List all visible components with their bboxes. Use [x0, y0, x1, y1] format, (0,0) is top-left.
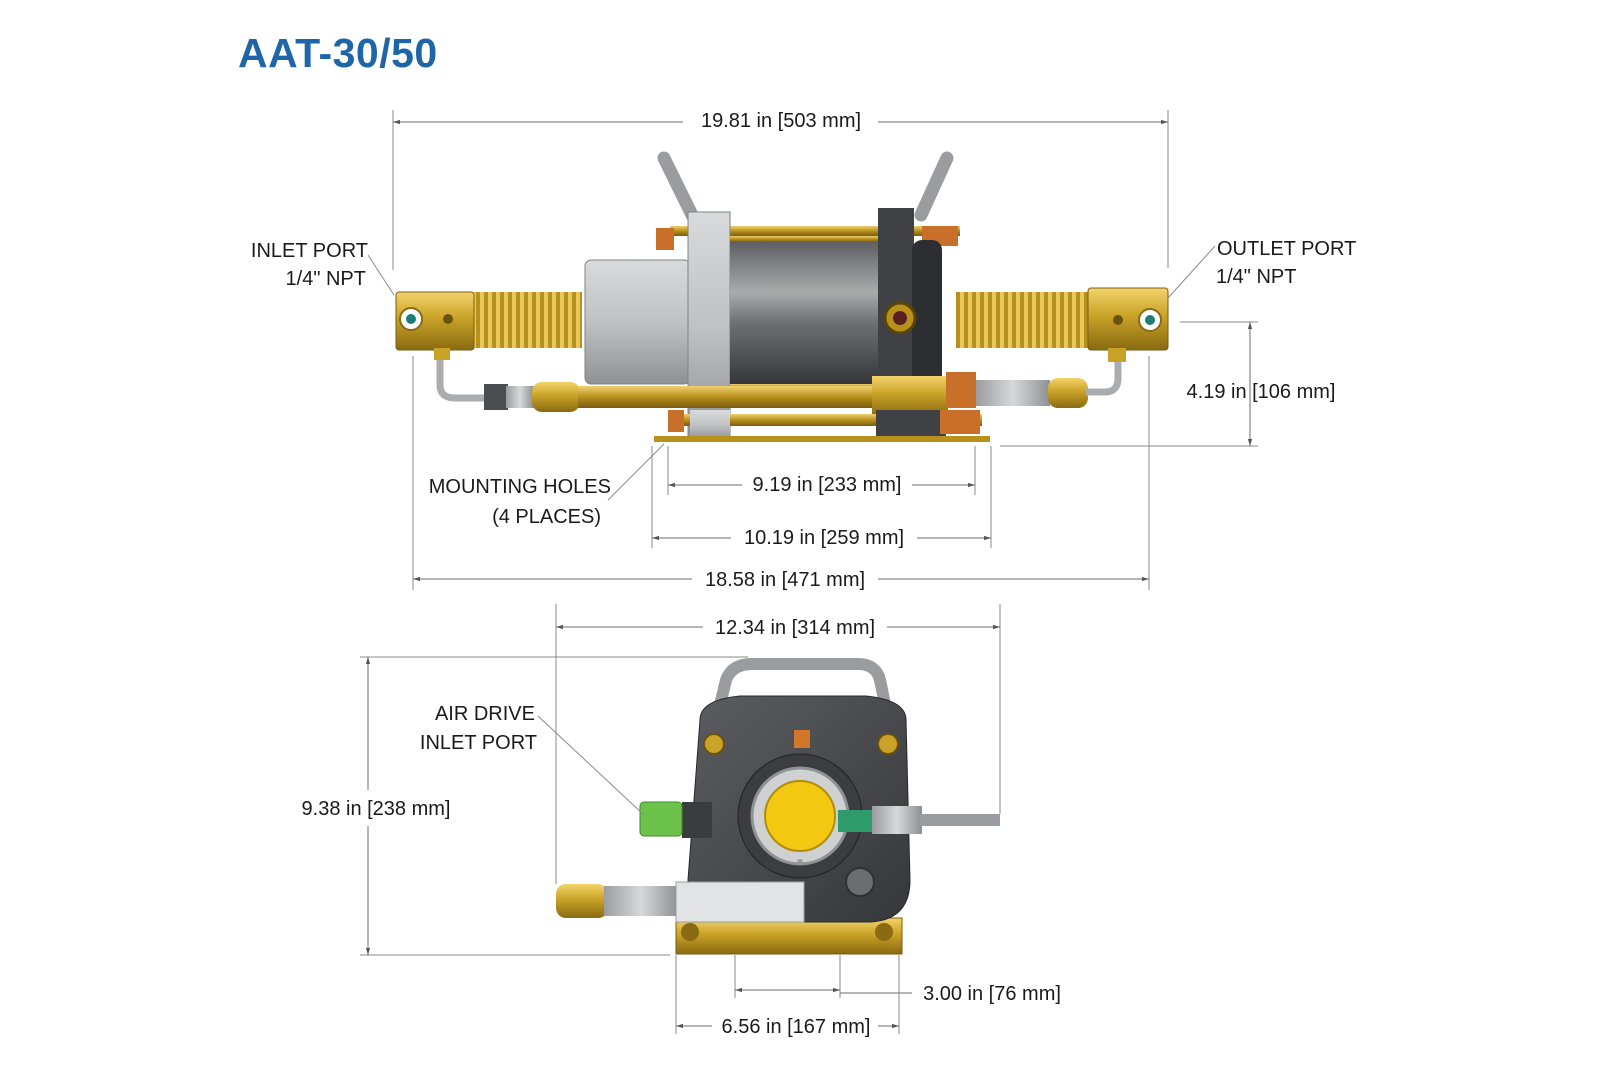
tie-rod-top — [670, 226, 960, 236]
front-view — [556, 658, 1000, 955]
bottom-steel-fitting — [604, 886, 678, 916]
fitting-steel-right — [976, 380, 1050, 406]
top-vent — [794, 730, 810, 748]
label-outlet-npt: 1/4" NPT — [1216, 266, 1296, 288]
tube-left — [436, 350, 490, 402]
label-air-drive-inlet: INLET PORT — [420, 732, 537, 754]
lower-clamp-right — [876, 410, 946, 440]
side-view — [395, 151, 1169, 442]
dim-overall-length: 19.81 in [503 mm] — [701, 110, 861, 132]
drive-housing — [584, 259, 691, 385]
fitting-steel-left — [506, 386, 534, 408]
green-sight-tube — [838, 810, 874, 832]
nut-bottom-right — [940, 410, 980, 434]
bottom-brass-fitting — [556, 884, 608, 918]
body-bolt-tr — [877, 733, 899, 755]
tie-rod-upper — [730, 236, 880, 242]
dim-mount-inner: 9.19 in [233 mm] — [753, 474, 902, 496]
nut-bottom-left — [668, 410, 684, 432]
air-drive-fitting — [639, 801, 683, 837]
mounting-foot — [654, 436, 990, 442]
lower-clamp-left — [690, 410, 730, 440]
page-title: AAT-30/50 — [238, 30, 438, 76]
dim-base-inner: 3.00 in [76 mm] — [923, 983, 1061, 1005]
check-valve-body — [872, 376, 948, 416]
air-drive-fitting-base — [682, 802, 712, 838]
outlet-bolt-icon — [1113, 315, 1123, 325]
label-air-drive: AIR DRIVE — [435, 703, 535, 725]
dim-height-side: 4.19 in [106 mm] — [1187, 381, 1336, 403]
front-handle — [706, 658, 898, 740]
dim-front-height: 9.38 in [238 mm] — [302, 798, 451, 820]
tube-fitting-right — [1108, 348, 1126, 362]
check-valve-nut — [946, 372, 976, 408]
base-bolt-left — [681, 923, 699, 941]
lower-port — [845, 867, 875, 897]
outlet-port-hole — [1145, 315, 1155, 325]
thread-right — [956, 292, 1090, 348]
label-outlet-port: OUTLET PORT — [1217, 238, 1356, 260]
tube-fitting-left — [434, 348, 450, 360]
center-port-hole — [893, 311, 907, 325]
body-bolt-tl — [703, 733, 725, 755]
callout-labels: INLET PORT 1/4" NPT OUTLET PORT 1/4" NPT… — [251, 238, 1356, 754]
label-mounting-holes: MOUNTING HOLES — [429, 476, 611, 498]
label-mounting-places: (4 PLACES) — [492, 506, 601, 528]
cross-tube — [578, 386, 874, 408]
nut-top-left — [656, 228, 674, 250]
label-inlet-npt: 1/4" NPT — [286, 268, 366, 290]
dim-front-width: 12.34 in [314 mm] — [715, 617, 875, 639]
front-base — [675, 917, 903, 955]
dimension-labels: 19.81 in [503 mm] 4.19 in [106 mm] 9.19 … — [302, 110, 1336, 1038]
inlet-bolt-icon — [443, 314, 453, 324]
fitting-brass-right — [1048, 378, 1088, 408]
end-cap-flange — [912, 240, 942, 390]
dim-base-length: 18.58 in [471 mm] — [705, 569, 865, 591]
dim-base-outer: 6.56 in [167 mm] — [722, 1016, 871, 1038]
fitting-brass-left — [532, 382, 580, 412]
tube-right — [1086, 356, 1122, 396]
right-rod — [920, 814, 1000, 826]
base-bolt-right — [875, 923, 893, 941]
valve-block — [675, 881, 805, 923]
piston-mark — [797, 859, 803, 865]
handle-left — [657, 151, 699, 222]
outlet-block — [1087, 287, 1169, 351]
dim-mount-outer: 10.19 in [259 mm] — [744, 527, 904, 549]
cylinder-barrel — [730, 240, 880, 390]
label-inlet-port: INLET PORT — [251, 240, 368, 262]
fitting-dark-left — [484, 384, 508, 410]
handle-right — [914, 151, 954, 222]
right-fitting — [872, 806, 922, 834]
dimension-lines — [360, 110, 1258, 1034]
thread-left — [472, 292, 582, 348]
inlet-port-hole — [406, 314, 416, 324]
piston-face — [764, 780, 836, 852]
